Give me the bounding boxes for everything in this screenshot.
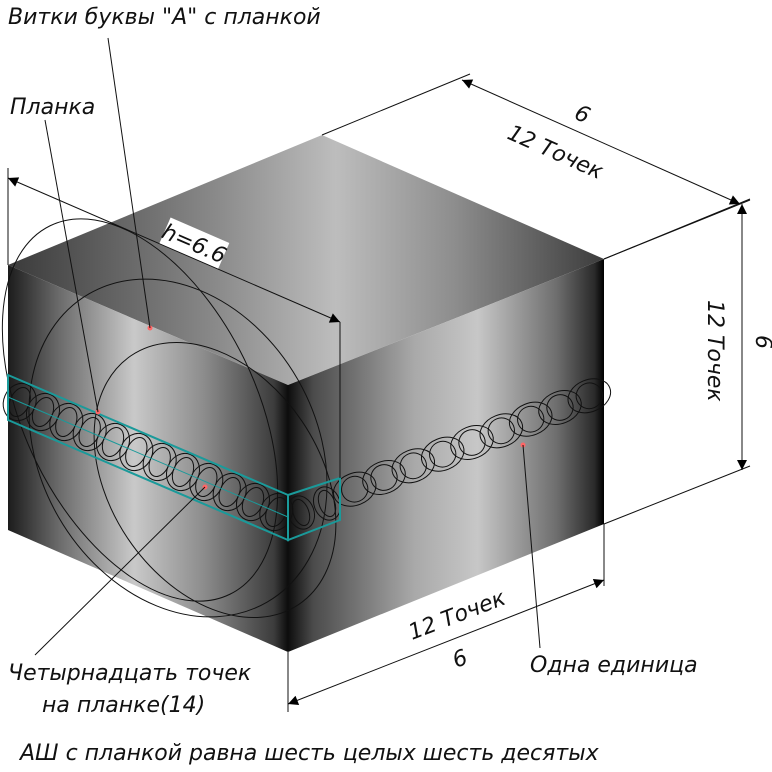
bottom-dim-value: 6 <box>449 645 471 673</box>
bead <box>450 425 494 460</box>
fourteen-points-label-line1: Четырнадцать точек <box>8 661 252 686</box>
dimension-h <box>7 168 341 478</box>
bead <box>391 448 436 484</box>
bead <box>362 460 406 495</box>
bead <box>317 489 337 518</box>
bead <box>479 413 524 449</box>
dimension-bottom <box>287 524 605 712</box>
bead <box>517 405 545 433</box>
bead <box>399 452 427 480</box>
plank-outline <box>7 373 341 542</box>
right-dim-points: 12 Точек <box>702 300 727 402</box>
top-right-dim-points: 12 Точек <box>504 121 608 185</box>
bead <box>370 464 398 491</box>
bead <box>546 394 574 421</box>
top-right-dim-value: 6 <box>571 101 594 130</box>
plank-label: Планка <box>10 95 95 120</box>
bead <box>291 498 311 527</box>
cube-left-face <box>8 265 288 652</box>
bead <box>575 382 603 410</box>
cube-right-face <box>288 259 604 652</box>
bead <box>332 471 377 507</box>
right-dim-value: 6 <box>750 335 772 349</box>
bead <box>567 378 612 414</box>
dimension-right <box>603 199 751 525</box>
bead <box>458 429 486 456</box>
bead <box>420 436 465 472</box>
bead <box>429 440 457 468</box>
bead <box>341 475 369 503</box>
bead <box>508 401 553 437</box>
one-unit-label: Одна единица <box>530 653 698 678</box>
bead-chain-right <box>332 378 612 507</box>
bead <box>538 390 582 425</box>
bead <box>487 417 515 445</box>
title-top-label: Витки буквы "А" с планкой <box>8 5 321 30</box>
fourteen-points-label-line2: на планке(14) <box>42 693 205 718</box>
caption-label: АШ с планкой равна шесть целых шесть дес… <box>18 741 600 766</box>
